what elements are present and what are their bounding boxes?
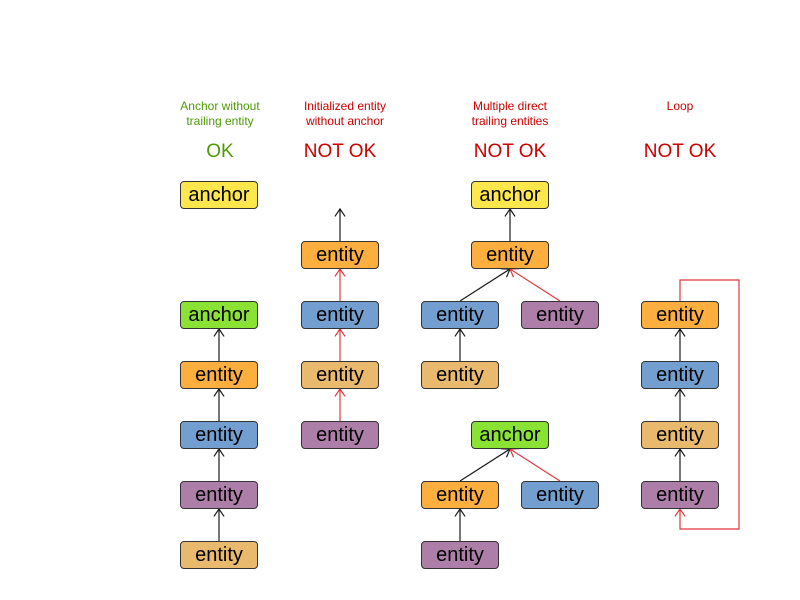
arrowhead: [213, 387, 225, 397]
column-4-verdict: NOT OK: [643, 141, 717, 162]
arrow: [459, 448, 511, 482]
column-3-heading-line1: Multiple direct: [472, 99, 548, 113]
entity-node: entity: [471, 241, 549, 269]
arrow: [454, 507, 466, 541]
arrow: [674, 387, 686, 421]
entity-node: entity: [641, 421, 719, 449]
column-1-heading: Anchor without trailing entity: [150, 99, 290, 129]
column-1-heading-line1: Anchor without: [180, 99, 260, 113]
arrowhead: [213, 447, 225, 457]
entity-node: entity: [421, 361, 499, 389]
anchor-node: anchor: [180, 301, 258, 329]
arrowhead: [213, 507, 225, 517]
arrow: [213, 387, 225, 421]
arrowhead: [213, 327, 225, 337]
arrow-line: [509, 268, 561, 302]
arrow: [213, 507, 225, 541]
anchor-node: anchor: [471, 421, 549, 449]
arrowhead: [674, 447, 686, 457]
arrow: [334, 207, 346, 241]
arrowhead: [454, 327, 466, 337]
arrowhead: [334, 387, 346, 397]
arrowhead: [674, 507, 686, 517]
column-3-heading: Multiple direct trailing entities: [440, 99, 580, 129]
entity-node: entity: [301, 421, 379, 449]
entity-node: entity: [180, 421, 258, 449]
arrowhead: [454, 507, 466, 517]
arrow: [213, 447, 225, 481]
arrow-line: [679, 279, 740, 530]
edges-layer: [213, 207, 740, 541]
arrow: [504, 207, 516, 241]
entity-node: entity: [421, 481, 499, 509]
entity-node: entity: [521, 481, 599, 509]
entity-node: entity: [180, 541, 258, 569]
arrowhead: [334, 267, 346, 277]
entity-node: entity: [301, 241, 379, 269]
entity-node: entity: [301, 361, 379, 389]
anchor-node: anchor: [471, 181, 549, 209]
column-3-heading-line2: trailing entities: [471, 114, 549, 128]
invalid-arrow: [509, 268, 561, 302]
entity-node: entity: [180, 481, 258, 509]
column-1-heading-line2: trailing entity: [186, 114, 254, 128]
arrow: [454, 327, 466, 361]
column-2-heading: Initialized entity without anchor: [275, 99, 415, 129]
column-1-verdict: OK: [206, 141, 234, 162]
entity-node: entity: [641, 361, 719, 389]
invalid-arrow: [674, 279, 740, 530]
entity-node: entity: [641, 481, 719, 509]
column-2-verdict: NOT OK: [303, 141, 377, 162]
arrow: [459, 268, 511, 302]
column-4-heading-line1: Loop: [666, 99, 694, 113]
anchor-node: anchor: [180, 181, 258, 209]
invalid-arrow: [509, 448, 561, 482]
invalid-arrow: [334, 387, 346, 421]
arrow: [674, 327, 686, 361]
entity-node: entity: [521, 301, 599, 329]
column-3-verdict: NOT OK: [473, 141, 547, 162]
entity-node: entity: [421, 301, 499, 329]
arrowhead: [334, 207, 346, 217]
arrowhead: [674, 327, 686, 337]
entity-node: entity: [641, 301, 719, 329]
arrow: [674, 447, 686, 481]
entity-node: entity: [301, 301, 379, 329]
invalid-arrow: [334, 327, 346, 361]
arrowhead: [674, 387, 686, 397]
invalid-arrow: [334, 267, 346, 301]
arrow-line: [459, 268, 511, 302]
entity-node: entity: [421, 541, 499, 569]
arrowhead: [504, 207, 516, 217]
entity-node: entity: [180, 361, 258, 389]
column-2-heading-line2: without anchor: [305, 114, 385, 128]
arrow-line: [459, 448, 511, 482]
arrow-line: [509, 448, 561, 482]
arrow: [213, 327, 225, 361]
column-2-heading-line1: Initialized entity: [303, 99, 387, 113]
arrowhead: [334, 327, 346, 337]
column-4-heading: Loop: [610, 99, 750, 114]
